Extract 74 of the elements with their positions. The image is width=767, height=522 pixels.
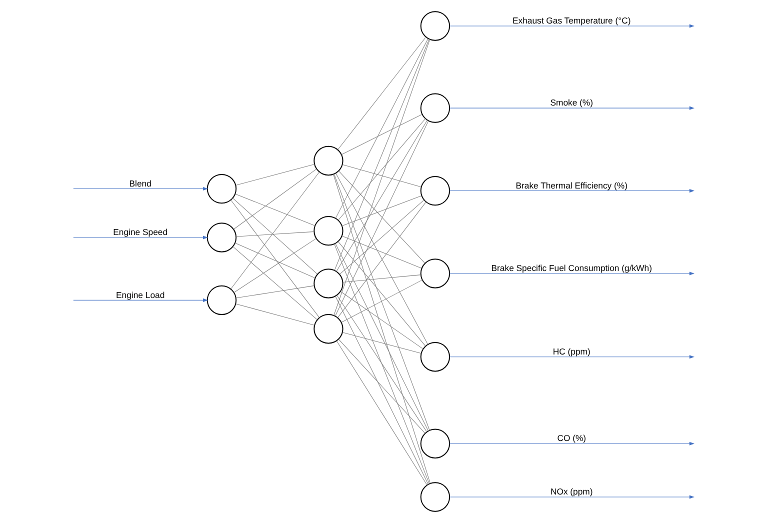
connector: [336, 294, 428, 432]
node-circle: [420, 428, 450, 458]
connector: [342, 194, 422, 226]
node-circle: [420, 92, 450, 122]
arrow: [449, 106, 694, 110]
connector: [233, 168, 317, 230]
connector: [342, 332, 422, 354]
node-circle: [420, 258, 450, 288]
connector: [338, 240, 426, 346]
connector: [230, 199, 320, 318]
edge-label: HC (ppm): [552, 346, 590, 356]
connector: [337, 201, 426, 318]
connector: [334, 120, 429, 316]
connector: [234, 242, 316, 278]
connector: [335, 295, 429, 484]
connector: [341, 114, 422, 154]
connector: [334, 173, 430, 430]
edge-label: Engine Load: [116, 289, 165, 300]
connector: [338, 118, 426, 220]
edge-label: Brake Specific Fuel Consumption (g/kWh): [491, 262, 652, 273]
connector: [230, 171, 320, 289]
node-circle: [420, 342, 450, 372]
connector: [336, 172, 428, 344]
node-circle: [206, 284, 237, 315]
connector: [342, 274, 422, 282]
node-circle: [420, 175, 450, 206]
connector: [333, 174, 431, 484]
arrow: [73, 235, 208, 239]
arrow: [449, 188, 694, 192]
edge-label: Brake Thermal Efficiency (%): [516, 180, 628, 190]
node-circle: [314, 268, 344, 298]
node-circle: [314, 215, 344, 246]
edge-label: NOx (ppm): [550, 486, 593, 496]
connector: [336, 340, 428, 485]
connector: [336, 119, 428, 272]
node-circle: [314, 314, 344, 344]
arrow: [73, 298, 208, 302]
connector: [335, 242, 429, 431]
connector: [334, 38, 430, 316]
connector: [338, 338, 426, 434]
connector: [236, 230, 314, 236]
arrow: [449, 271, 694, 275]
edge-label: CO (%): [557, 432, 586, 443]
connector: [342, 235, 422, 268]
connector: [235, 193, 316, 226]
connector: [342, 164, 422, 187]
connector: [335, 38, 428, 218]
connector: [234, 238, 316, 292]
arrow: [449, 494, 694, 498]
connector: [334, 243, 430, 484]
node-circle: [420, 482, 450, 512]
connector: [339, 199, 424, 274]
edge-label: Smoke (%): [550, 97, 594, 108]
connector: [232, 246, 318, 320]
connector: [334, 38, 430, 270]
node-circle: [206, 222, 237, 252]
node-circle: [314, 145, 344, 176]
edge-label: Exhaust Gas Temperature (°C): [512, 15, 631, 26]
connector: [338, 170, 426, 263]
connector: [236, 284, 314, 298]
connector: [235, 164, 315, 185]
edge-label: Blend: [129, 178, 152, 188]
connector: [337, 36, 426, 150]
connector: [341, 279, 423, 322]
node-circle: [206, 173, 237, 204]
connector: [232, 197, 318, 274]
node-circle: [420, 10, 450, 40]
connector: [235, 303, 315, 326]
connector: [340, 290, 424, 349]
arrow: [73, 186, 208, 190]
arrow: [449, 441, 694, 445]
edge-label: Engine Speed: [113, 226, 168, 237]
arrow: [449, 24, 694, 28]
arrow: [449, 354, 694, 358]
